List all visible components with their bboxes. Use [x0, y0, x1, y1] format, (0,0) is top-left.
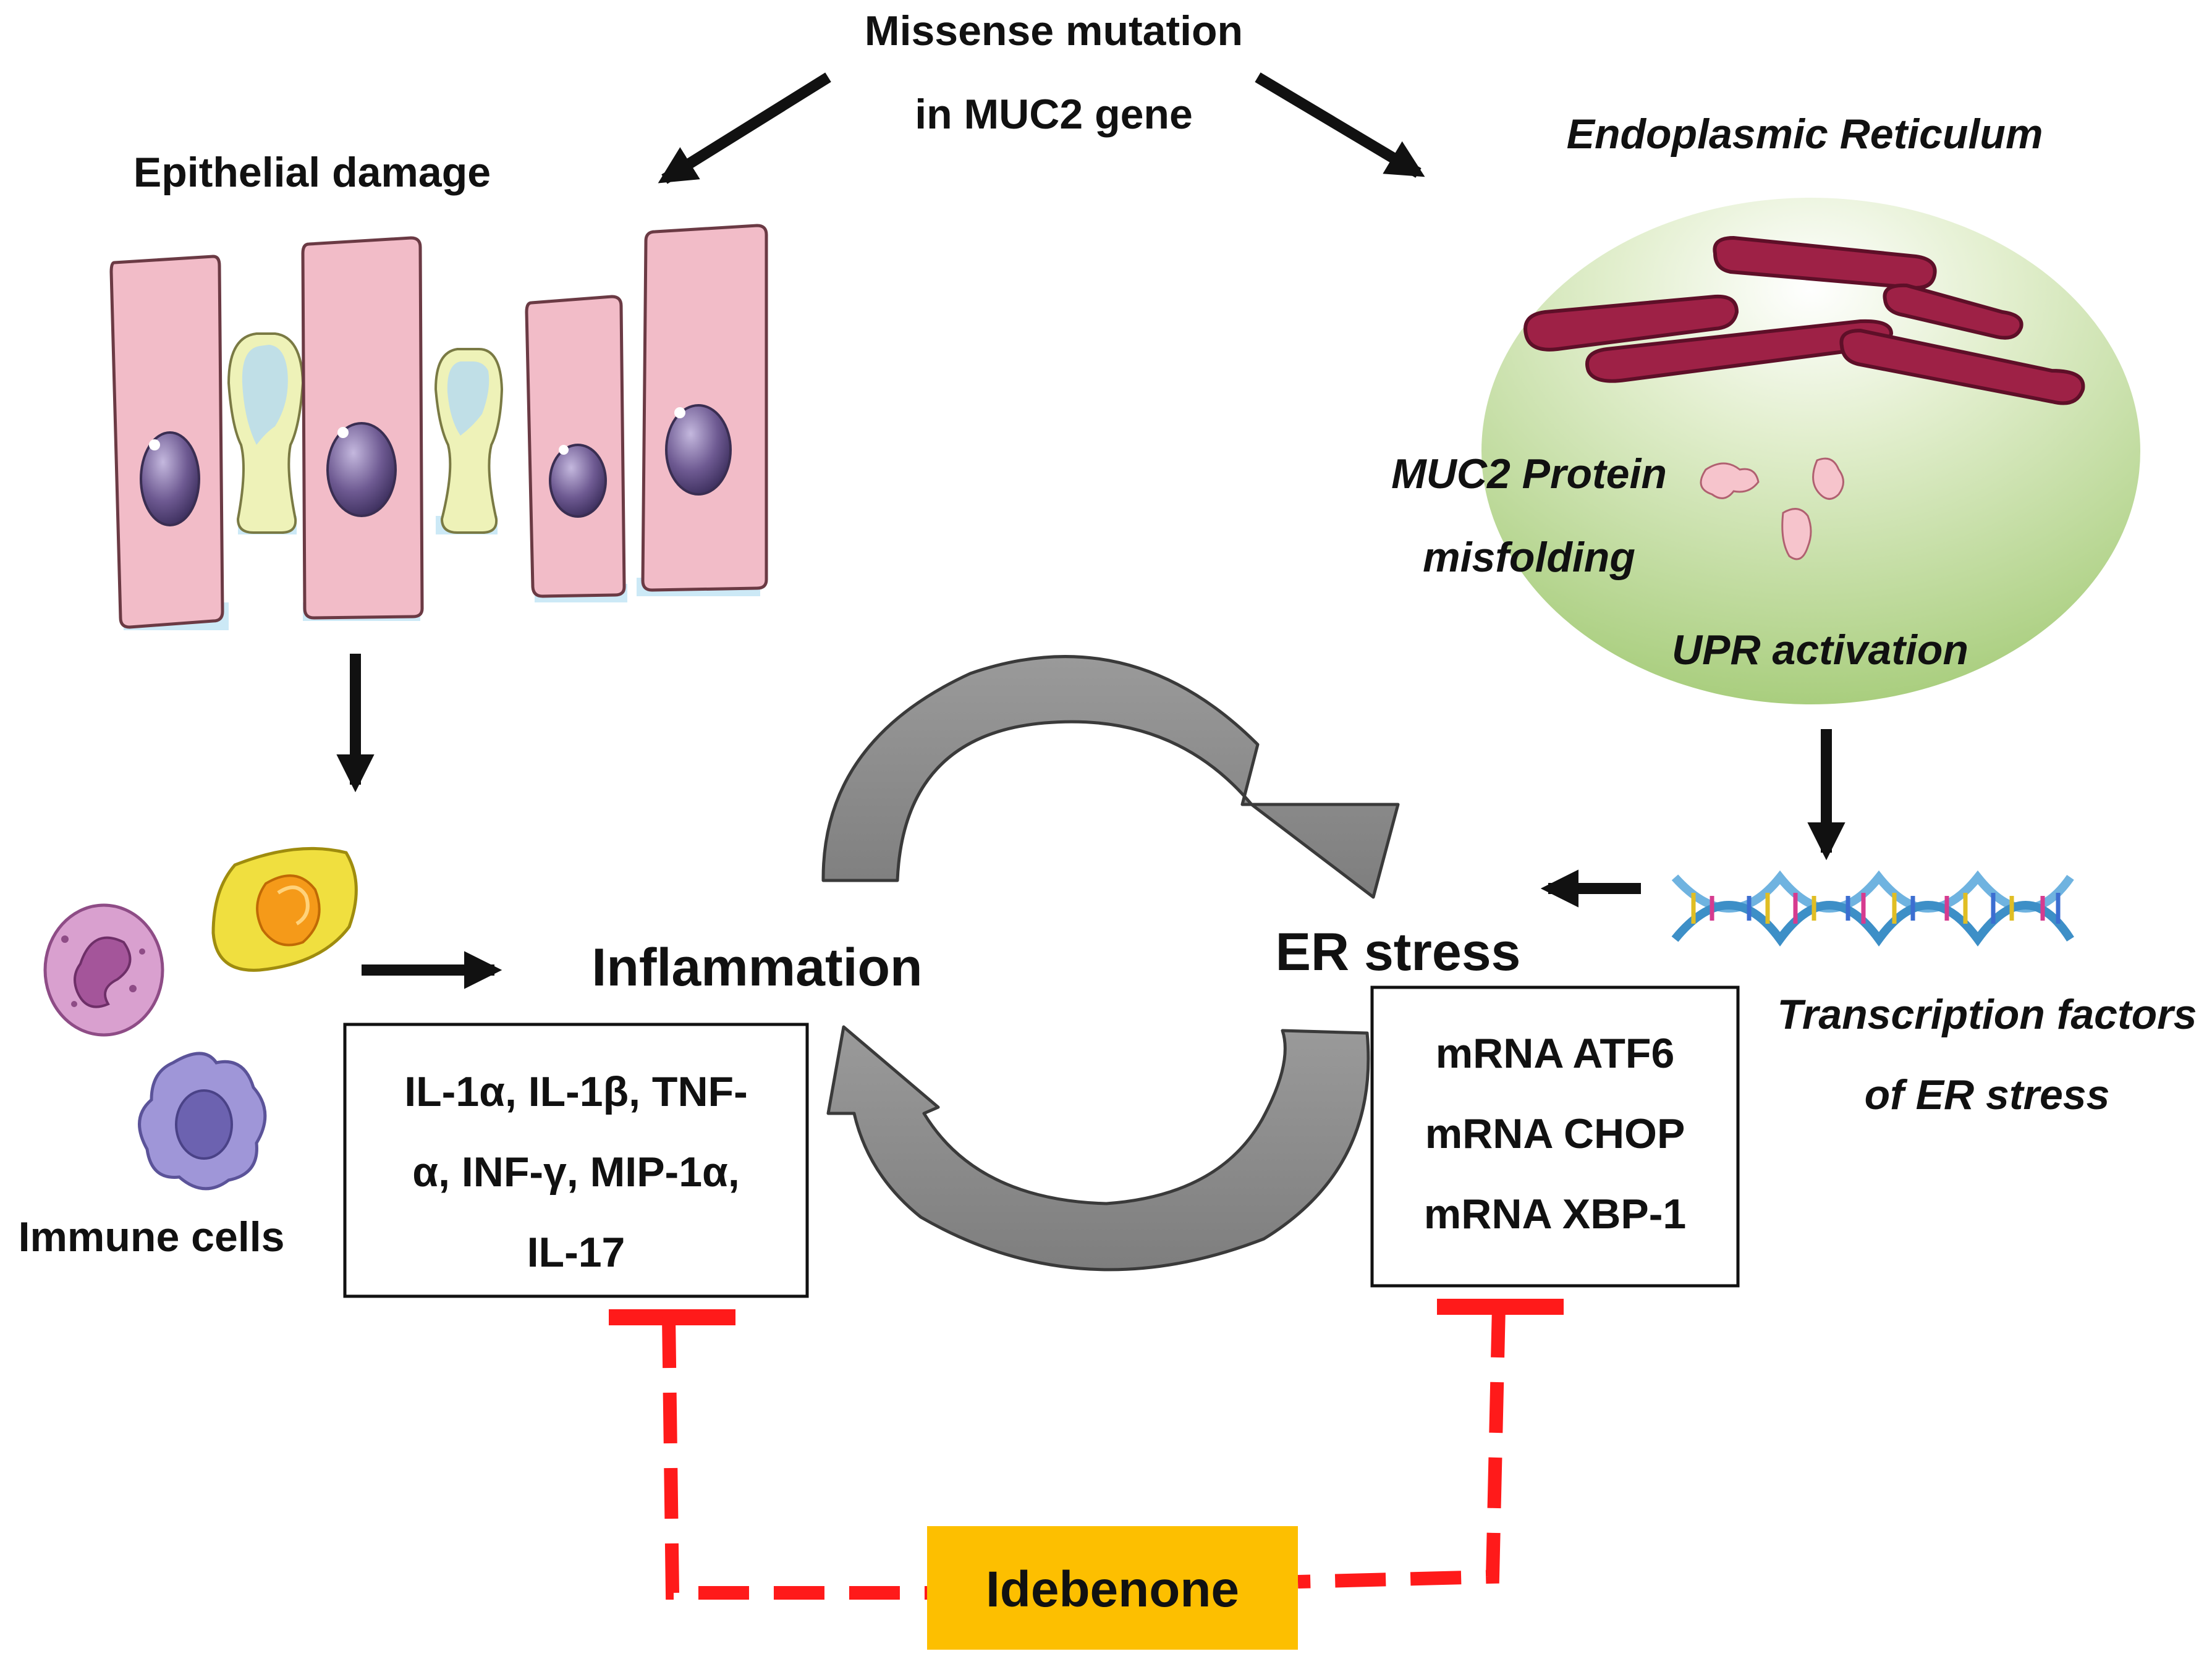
missense-mutation-label-line1: Missense mutation	[865, 7, 1243, 54]
epithelial-damage-label: Epithelial damage	[133, 149, 491, 196]
endoplasmic-reticulum-illustration	[1481, 198, 2140, 704]
transcription-factors-label-line1: Transcription factors	[1778, 991, 2197, 1038]
nucleus-icon	[140, 431, 200, 526]
cytokine-line2: α, INF-γ, MIP-1α,	[412, 1149, 739, 1196]
epithelial-cell	[525, 295, 626, 598]
epithelium-illustration	[109, 224, 768, 630]
inhibition-path-inflammation	[662, 1317, 927, 1600]
arrow-mutation-to-er	[1255, 72, 1425, 178]
eosinophil-icon	[211, 846, 358, 972]
missense-mutation-label-line2: in MUC2 gene	[915, 91, 1193, 138]
macrophage-icon	[138, 1052, 267, 1191]
dna-helix-icon	[1671, 870, 2074, 947]
nucleus-icon	[549, 444, 607, 518]
cycle-arrow-inflammation-to-er-stress	[821, 655, 1400, 899]
er-marker-chop: mRNA CHOP	[1425, 1110, 1685, 1157]
cytokine-line3: IL-17	[527, 1229, 625, 1276]
misfolded-protein-icon	[1700, 457, 1844, 560]
transcription-factors-label-line2: of ER stress	[1865, 1071, 2110, 1118]
endoplasmic-reticulum-label: Endoplasmic Reticulum	[1567, 111, 2043, 158]
er-marker-atf6: mRNA ATF6	[1436, 1030, 1675, 1077]
epithelial-cell	[301, 236, 424, 620]
epithelial-cell	[641, 224, 768, 592]
goblet-cell	[434, 348, 504, 534]
cytokine-line1: IL-1α, IL-1β, TNF-	[404, 1068, 748, 1115]
epithelial-cell	[109, 255, 224, 629]
er-stress-label: ER stress	[1276, 922, 1521, 982]
idebenone-box: Idebenone	[927, 1526, 1298, 1650]
immune-cells-illustration	[43, 846, 358, 1191]
arrow-mutation-to-epithelium	[658, 72, 831, 184]
cytokine-box: IL-1α, IL-1β, TNF- α, INF-γ, MIP-1α, IL-…	[343, 1023, 809, 1298]
inflammation-label: Inflammation	[591, 938, 922, 997]
vicious-cycle-arrows	[821, 655, 1400, 1272]
er-markers-box: mRNA ATF6 mRNA CHOP mRNA XBP-1	[1370, 985, 1740, 1288]
cycle-arrow-er-stress-to-inflammation	[826, 1025, 1370, 1272]
neutrophil-icon	[43, 903, 164, 1037]
inhibition-path-er-stress	[1297, 1306, 1506, 1589]
nucleus-icon	[326, 422, 397, 517]
inhibition-lines	[609, 1299, 1564, 1600]
nucleus-icon	[665, 404, 732, 496]
er-marker-xbp1: mRNA XBP-1	[1424, 1191, 1686, 1238]
upr-activation-label: UPR activation	[1672, 627, 1968, 673]
muc2-protein-label-line1: MUC2 Protein	[1391, 450, 1667, 497]
goblet-cell	[227, 332, 305, 534]
immune-cells-label: Immune cells	[19, 1213, 285, 1260]
muc2-protein-label-line2: misfolding	[1423, 534, 1635, 581]
er-membrane-icon	[1523, 235, 2085, 405]
idebenone-label: Idebenone	[986, 1561, 1239, 1618]
